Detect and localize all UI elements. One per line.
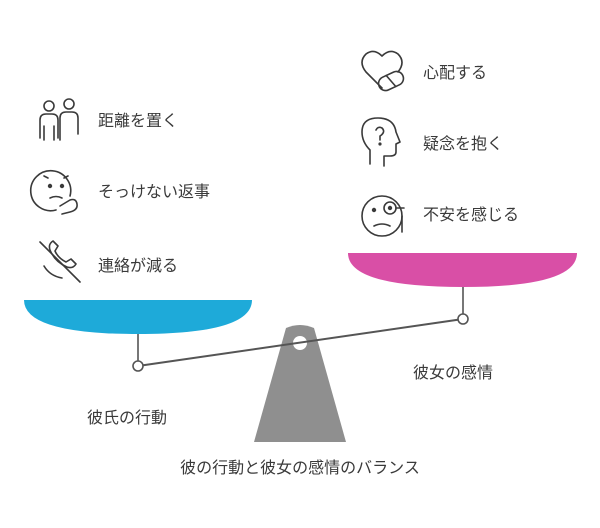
right-pan-group	[348, 253, 577, 325]
left-item: 距離を置く	[39, 98, 178, 141]
left-pan	[24, 300, 252, 334]
right-item-label: 心配する	[423, 63, 487, 82]
left-joint	[132, 360, 144, 372]
right-item: 不安を感じる	[361, 195, 519, 237]
left-item-label: そっけない返事	[98, 182, 210, 201]
right-joint	[457, 313, 469, 325]
right-item: 疑念を抱く	[361, 117, 503, 167]
people-distance-icon	[39, 98, 79, 141]
right-item-label: 疑念を抱く	[423, 134, 503, 153]
left-pan-group	[24, 300, 252, 372]
left-item: 連絡が減る	[39, 240, 178, 283]
left-item: そっけない返事	[29, 169, 210, 215]
left-item-label: 距離を置く	[98, 111, 178, 130]
right-pan-label: 彼女の感情	[413, 363, 493, 382]
balance-beam	[137, 318, 464, 367]
doubt-head-icon	[361, 117, 401, 167]
left-item-label: 連絡が減る	[98, 256, 178, 275]
left-pan-label: 彼氏の行動	[87, 408, 167, 427]
right-item-label: 不安を感じる	[423, 205, 519, 224]
no-phone-icon	[39, 240, 81, 283]
anxious-face-icon	[361, 195, 405, 237]
right-pan	[348, 253, 577, 287]
dismissive-face-icon	[29, 169, 78, 215]
diagram-caption: 彼の行動と彼女の感情のバランス	[180, 458, 420, 477]
right-item: 心配する	[361, 50, 487, 92]
heart-pill-icon	[361, 50, 405, 92]
